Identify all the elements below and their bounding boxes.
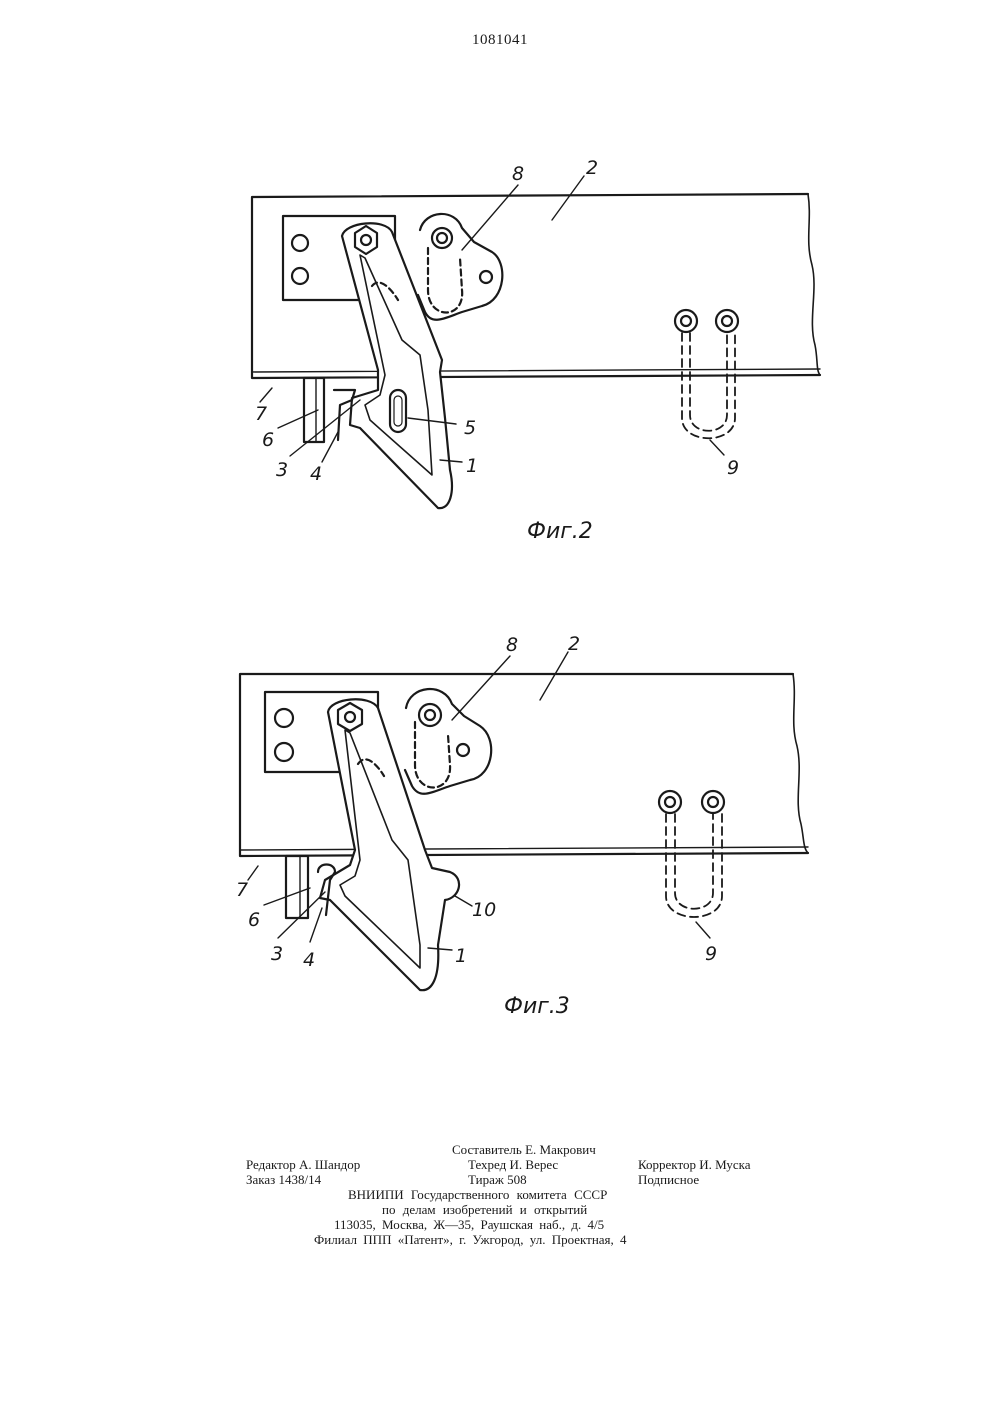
imprint-techred: Техред И. Верес [468, 1157, 559, 1172]
fig3-beam-break [792, 673, 809, 854]
fig2-label-2: 2 [586, 157, 598, 179]
fig3-label-2: 2 [568, 633, 580, 655]
fig3-hook-1 [318, 698, 461, 992]
imprint-editor: Редактор А. Шандор [246, 1157, 361, 1172]
fig2-link-hole [478, 269, 494, 285]
fig3-eye-2 [700, 789, 726, 815]
fig3-plate-hole-1 [273, 707, 295, 729]
imprint-address: 113035, Москва, Ж—35, Раушская наб., д. … [334, 1217, 605, 1232]
fig3-label-9: 9 [705, 943, 717, 965]
fig2-link-slot [426, 246, 464, 314]
fig3-label-8: 8 [506, 634, 518, 656]
fig2-slot-5 [388, 388, 408, 434]
fig2-label-1: 1 [466, 455, 478, 477]
imprint-compiler: Составитель Е. Макрович [452, 1142, 596, 1157]
fig2-label-5: 5 [464, 417, 476, 439]
fig3-eye-1 [657, 789, 683, 815]
fig3-link-slot [413, 720, 452, 789]
fig3-link-pin [417, 702, 443, 728]
imprint-corrector: Корректор И. Муска [638, 1157, 751, 1172]
imprint-order: Заказ 1438/14 [246, 1172, 322, 1187]
fig2-link-pin [430, 226, 454, 250]
imprint-circulation: Тираж 508 [468, 1172, 527, 1187]
fig2-caption: Фиг.2 [527, 519, 593, 544]
fig3-chain-9 [665, 813, 723, 918]
fig2-plate-hole-1 [290, 233, 310, 253]
fig3-stop-6 [284, 854, 310, 920]
imprint-org-line1: ВНИИПИ Государственного комитета СССР [348, 1187, 608, 1202]
fig2-beam-strip [251, 368, 821, 373]
fig2-eye-2 [714, 308, 740, 334]
imprint-org-line2: по делам изобретений и открытий [382, 1202, 588, 1217]
fig3-label-1: 1 [455, 945, 467, 967]
fig3-label-6: 6 [248, 909, 260, 931]
fig2-chain-9 [681, 332, 736, 439]
fig3-beam-outline [238, 672, 810, 858]
fig2-beam-break [807, 193, 821, 376]
fig3-label-10: 10 [472, 899, 496, 921]
fig3-hook-dash [356, 758, 386, 778]
fig2-eye-1 [673, 308, 699, 334]
fig2-label-4: 4 [310, 463, 322, 485]
fig2-stop-6 [302, 376, 326, 444]
fig2-beam-outline [250, 192, 822, 380]
fig3-stop-3 [316, 863, 337, 917]
fig2-label-7: 7 [255, 403, 267, 425]
fig3-label-4: 4 [303, 949, 315, 971]
fig3-link-hole [455, 742, 471, 758]
fig2-label-3: 3 [276, 459, 288, 481]
patent-number: 1081041 [472, 32, 528, 48]
fig3-nut [336, 701, 364, 733]
fig3-caption: Фиг.3 [504, 994, 570, 1019]
fig2-label-8: 8 [512, 163, 524, 185]
imprint-branch: Филиал ППП «Патент», г. Ужгород, ул. Про… [314, 1232, 627, 1247]
fig3-hook-inner [339, 729, 421, 969]
fig2-link-8 [416, 212, 504, 321]
fig2-nut [353, 224, 379, 256]
imprint-subscription: Подписное [638, 1172, 700, 1187]
fig2-label-6: 6 [262, 429, 274, 451]
fig3-beam-strip [239, 846, 809, 851]
fig2-hook-1 [340, 222, 454, 510]
fig2-plate-hole-2 [290, 266, 310, 286]
fig3-plate-hole-2 [273, 741, 295, 763]
fig2-hook-dash [370, 281, 400, 302]
fig3-label-3: 3 [271, 943, 283, 965]
fig2-hook-inner [359, 254, 433, 476]
fig2-label-9: 9 [727, 457, 739, 479]
fig3-label-7: 7 [236, 879, 248, 901]
